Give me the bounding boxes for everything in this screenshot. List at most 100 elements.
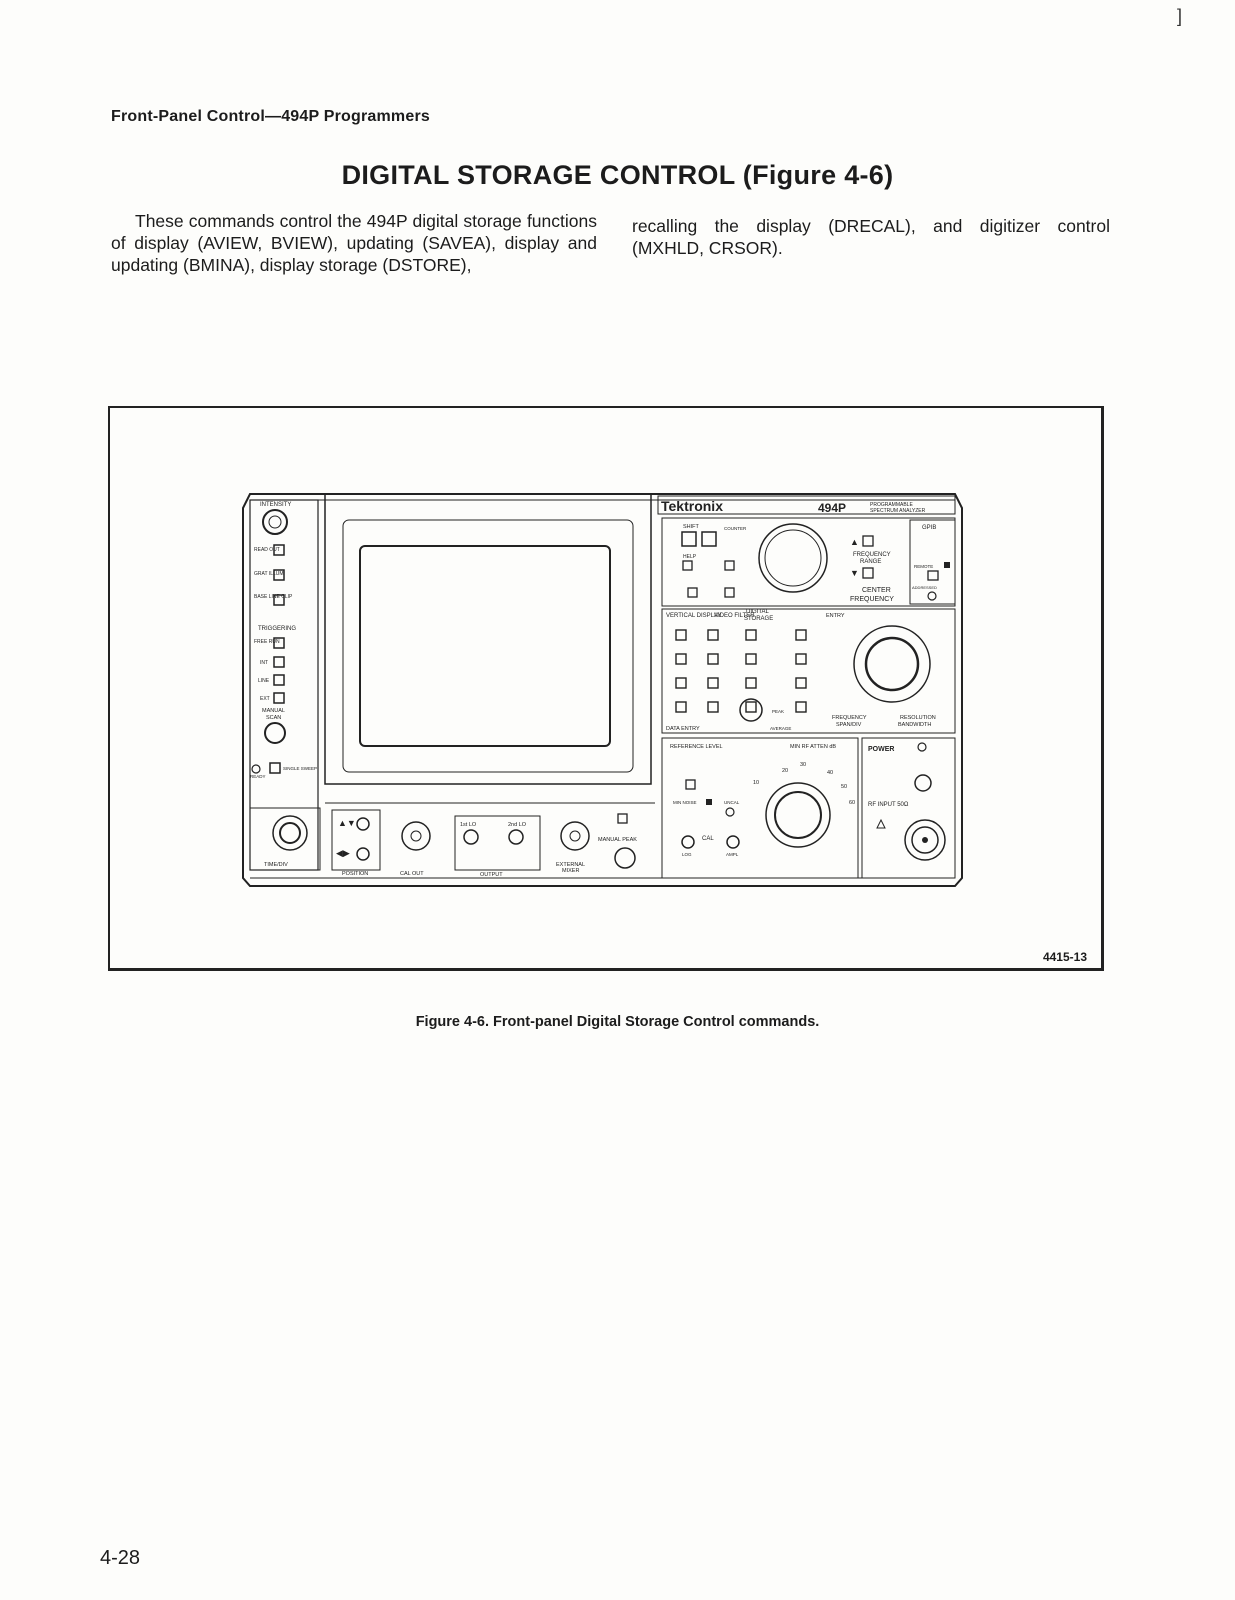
ampl-knob (726, 835, 740, 849)
storage-grid-button-2 (745, 629, 757, 641)
caution-triangle-icon (876, 818, 886, 829)
addressed-indicator (927, 591, 937, 601)
addressed-label: ADDRESSED (912, 585, 937, 590)
delta-f-button (724, 560, 735, 571)
intensity-label: INTENSITY (260, 502, 291, 508)
external-mixer-connector (560, 821, 590, 851)
ready-label: READY (250, 774, 266, 779)
cal-out-connector (401, 821, 431, 851)
free-run-label: FREE RUN (254, 639, 280, 645)
time-div-label: TIME/DIV (264, 862, 288, 868)
intro-paragraph-column-2: recalling the display (DRECAL), and digi… (632, 216, 1110, 258)
readout-button (273, 544, 285, 556)
data-entry-label: DATA ENTRY (666, 726, 700, 732)
auto-peak-button (617, 813, 628, 824)
first-lo-connector (463, 829, 479, 845)
position-section (331, 809, 381, 871)
running-header: Front-Panel Control—494P Programmers (111, 108, 430, 125)
storage-grid-button-12 (675, 701, 687, 713)
brand-name: Tektronix (661, 498, 723, 514)
product-line-2: SPECTRUM ANALYZER (870, 508, 926, 514)
int-label: INT (260, 660, 268, 666)
shift-button (681, 531, 697, 547)
atten-mark-60: 60 (849, 800, 855, 806)
resolution-bandwidth-label-1: RESOLUTION (900, 715, 936, 721)
triggering-label: TRIGGERING (258, 626, 296, 632)
grat-illum-label: GRAT ILLUM (254, 571, 284, 577)
cal-out-label: CAL OUT (400, 871, 424, 877)
storage-grid-button-13 (707, 701, 719, 713)
intro-paragraph-column-1: These commands control the 494P digital … (111, 211, 597, 275)
atten-mark-40: 40 (827, 770, 833, 776)
frequency-span-label-2: SPAN/DIV (836, 722, 862, 728)
grat-illum-button (273, 569, 285, 581)
count-cf-button (724, 587, 735, 598)
digital-storage-label-1: DIGITAL (746, 609, 770, 615)
intensity-knob (262, 509, 288, 535)
second-lo-connector (508, 829, 524, 845)
external-mixer-label-1: EXTERNAL (556, 862, 585, 868)
manual-peak-label: MANUAL PEAK (598, 837, 637, 843)
single-sweep-button (269, 762, 281, 774)
counter-label: COUNTER (724, 526, 747, 531)
peak-average-knob (739, 698, 763, 722)
atten-mark-50: 50 (841, 784, 847, 790)
remote-label: REMOTE (914, 564, 933, 569)
section-title: DIGITAL STORAGE CONTROL (Figure 4-6) (341, 160, 894, 190)
model-number: 494P (818, 501, 846, 515)
line-trigger-button (273, 674, 285, 686)
frequency-range-label-1: FREQUENCY (853, 552, 891, 558)
ext-label: EXT (260, 696, 270, 702)
storage-grid-button-1 (707, 629, 719, 641)
intensity-knob-center (268, 515, 282, 529)
ext-trigger-button (273, 692, 285, 704)
figure-code: 4415-13 (1042, 950, 1087, 964)
frequency-range-label-2: RANGE (860, 559, 881, 565)
line-label: LINE (258, 678, 270, 684)
gpib-label: GPIB (922, 525, 936, 531)
video-filter-label: VIDEO FILTER (714, 613, 755, 619)
external-mixer-connector-center (569, 830, 581, 842)
power-lamp (914, 774, 932, 792)
plot-button (927, 570, 939, 581)
uncal-label: UNCAL (724, 800, 740, 805)
margin-mark: ] (1177, 6, 1183, 26)
log-knob (681, 835, 695, 849)
min-noise-indicator (706, 799, 712, 805)
cal-label: CAL (702, 836, 714, 842)
base-line-clip-button (273, 594, 285, 606)
atten-mark-30: 30 (800, 762, 806, 768)
center-frequency-knob (764, 529, 822, 587)
crt-bezel-inner (342, 519, 634, 773)
vertical-position-knob (356, 817, 370, 831)
reference-level-knob (774, 791, 822, 839)
external-mixer-label-2: MIXER (562, 868, 579, 874)
brand-header (657, 495, 956, 515)
vertical-display-label: VERTICAL DISPLAY (666, 613, 722, 619)
readout-label: READ OUT (254, 547, 280, 553)
storage-grid-button-8 (675, 677, 687, 689)
output-label: OUTPUT (480, 872, 503, 878)
position-label: POSITION (342, 871, 368, 877)
help-button (682, 560, 693, 571)
rf-input-connector (911, 826, 939, 854)
frequency-range-down-button (862, 567, 874, 579)
frequency-section (661, 517, 956, 607)
frequency-range-down-arrow: ▼ (850, 568, 859, 578)
frequency-range-up-button (862, 535, 874, 547)
time-div-knob (279, 822, 301, 844)
power-section (861, 737, 956, 879)
crt-screen (359, 545, 611, 747)
atten-mark-10: 10 (753, 780, 759, 786)
peak-label: PEAK (772, 709, 784, 714)
product-line-1: PROGRAMMABLE (870, 502, 913, 508)
rf-input-label: RF INPUT 50Ω (868, 802, 909, 808)
atten-mark-20: 20 (782, 768, 788, 774)
entry-label: ENTRY (826, 613, 845, 619)
cal-button (685, 779, 696, 790)
storage-grid-button-9 (707, 677, 719, 689)
figure-frame: INTENSITY READ OUT GRAT ILLUM BASE LINE … (108, 406, 1104, 971)
min-rf-atten-label: MIN RF ATTEN dB (790, 744, 836, 750)
reference-level-knob-outer (765, 782, 831, 848)
storage-grid-button-15 (795, 701, 807, 713)
